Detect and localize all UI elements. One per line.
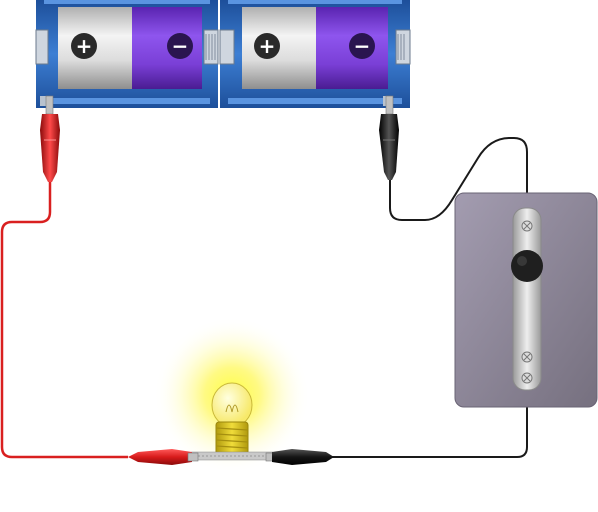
red-clip-bulb[interactable] [128,449,199,465]
negative-terminal-icon [349,33,375,59]
bulb-globe [211,382,253,428]
battery-1[interactable]: + − [35,0,219,108]
negative-symbol: − [354,34,371,58]
red-clip-battery[interactable] [40,95,60,182]
black-wire-switch-to-bulb[interactable] [330,380,528,458]
battery-pack: + − + − [35,0,411,108]
negative-symbol: − [172,34,189,58]
positive-terminal-icon [254,33,280,59]
black-clip-bulb[interactable] [265,449,334,465]
positive-symbol: + [259,34,276,58]
light-bulb[interactable] [154,317,310,473]
switch-knob[interactable] [511,250,543,282]
bulb-base [215,421,249,457]
black-wire-battery-to-switch[interactable] [389,137,528,221]
red-wire[interactable] [0,182,128,459]
black-clip-battery[interactable] [379,95,399,180]
knife-switch[interactable] [454,192,598,408]
switch-lever[interactable] [512,207,542,391]
positive-terminal-icon [71,33,97,59]
battery-2[interactable]: + − [219,0,411,108]
wires [0,137,528,459]
negative-terminal-icon [167,33,193,59]
positive-symbol: + [76,34,93,58]
